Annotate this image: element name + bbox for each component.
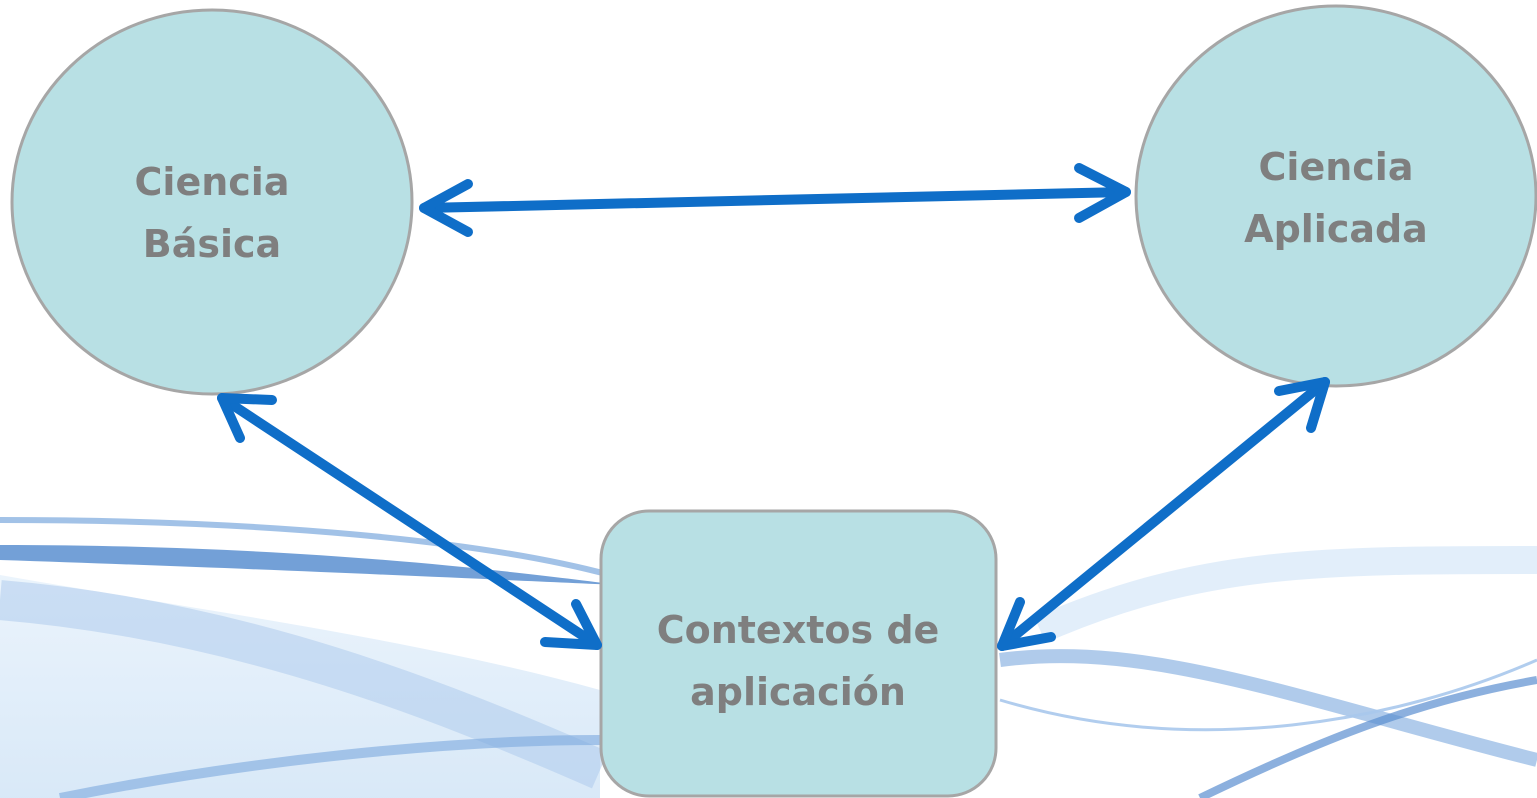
basic-science-label-line1: Ciencia <box>135 160 290 204</box>
applied-science-label-line2: Aplicada <box>1244 207 1428 251</box>
basic-science-label-line2: Básica <box>143 222 281 266</box>
arrow-basic-contexts-head-top <box>217 393 277 443</box>
arrow-basic-contexts-head-bottom <box>540 599 602 650</box>
wave-band-dark <box>0 545 620 585</box>
arrow-applied-contexts-head-top <box>1274 377 1330 433</box>
wave-curve-bottom <box>59 735 601 798</box>
wave-curve-right-3 <box>1198 676 1537 798</box>
wave-curve-right-2 <box>1034 546 1537 643</box>
basic-science-node <box>10 8 414 396</box>
applied-science-label-line1: Ciencia <box>1259 145 1414 189</box>
wave-band-mid <box>0 517 611 578</box>
arrow-basic-applied-head-right <box>1074 163 1131 223</box>
arrow-basic-contexts-shaft <box>217 393 602 650</box>
arrow-basic-applied-head-left <box>419 179 473 237</box>
arrow-basic-applied-shaft <box>419 187 1131 213</box>
application-contexts-label-line2: aplicación <box>690 670 906 714</box>
applied-science-node <box>1134 4 1537 388</box>
wave-curve-right <box>999 649 1537 767</box>
application-contexts-node <box>599 509 998 798</box>
wave-curve-right-4 <box>999 658 1537 732</box>
arrow-applied-contexts-shaft <box>997 377 1330 651</box>
application-contexts-label-line1: Contextos de <box>657 608 940 652</box>
arrow-applied-contexts-head-bottom <box>997 597 1056 651</box>
